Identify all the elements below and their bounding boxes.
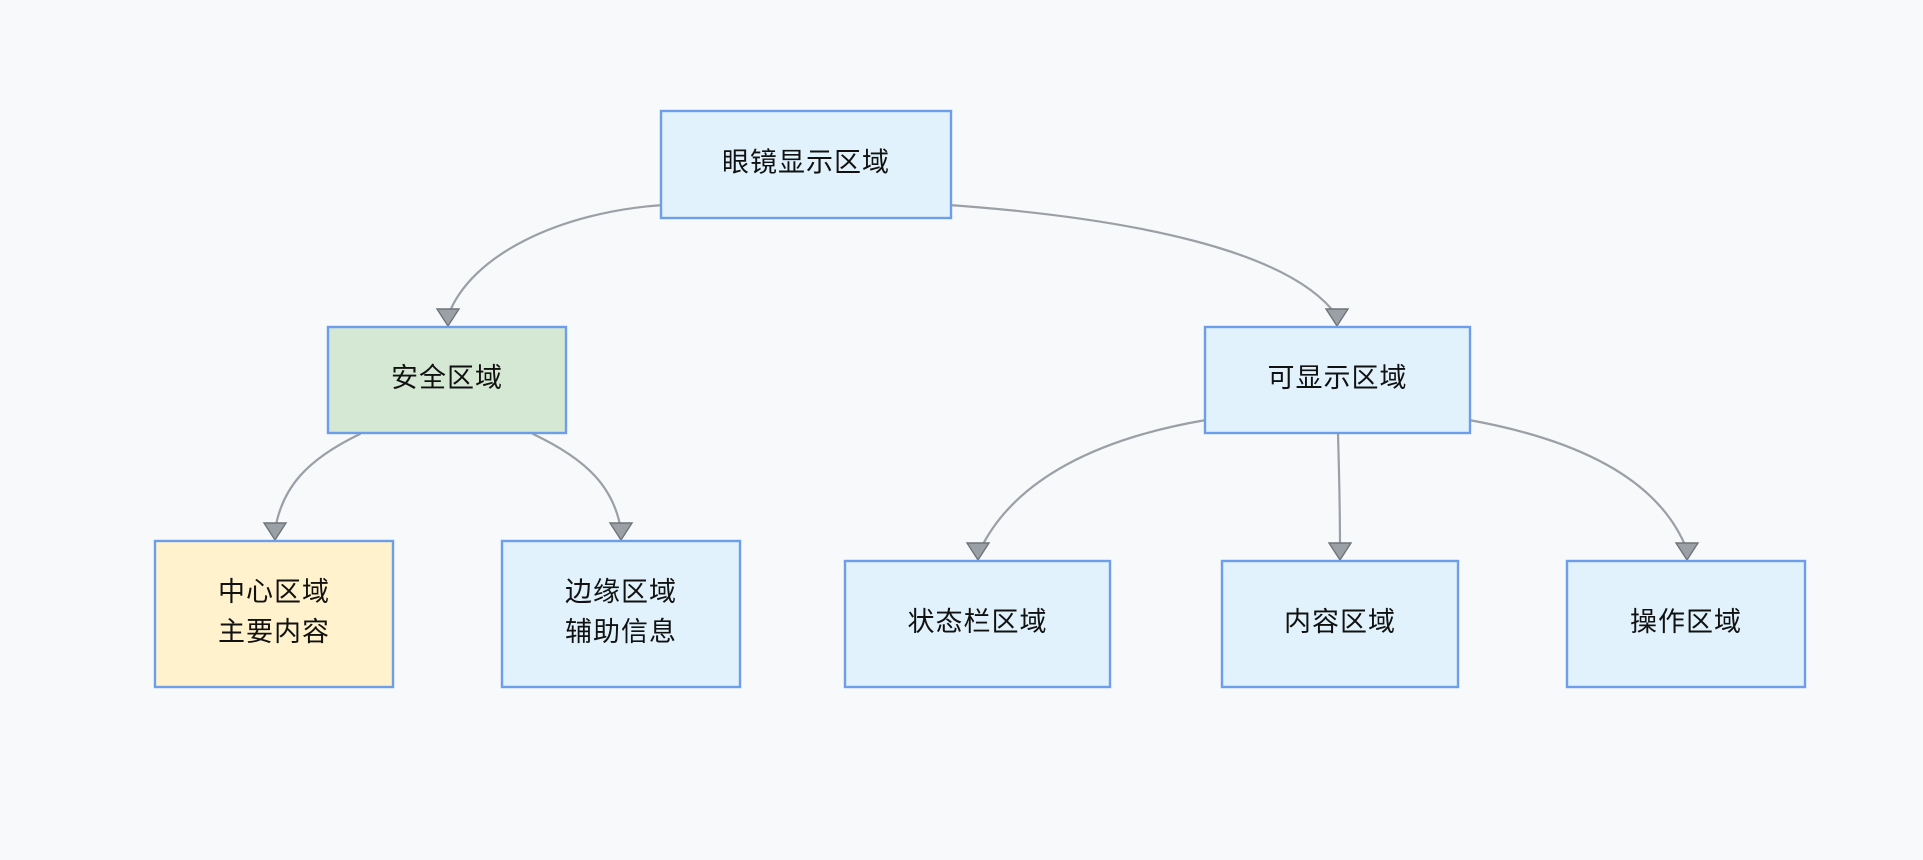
node-label-edge-area: 边缘区域 xyxy=(565,577,677,607)
node-displayable[interactable]: 可显示区域 xyxy=(1203,325,1472,435)
node-label-safe: 安全区域 xyxy=(391,363,503,393)
edge-safe-to-center xyxy=(273,432,362,532)
node-label-edge-area: 辅助信息 xyxy=(565,617,677,647)
node-content[interactable]: 内容区域 xyxy=(1220,559,1460,689)
edge-displayable-to-action xyxy=(1467,418,1689,552)
edges-layer xyxy=(273,203,1689,552)
node-label-action: 操作区域 xyxy=(1630,607,1742,637)
arrowhead-icon xyxy=(608,522,634,542)
node-box-content[interactable] xyxy=(1220,559,1460,689)
node-label-center: 中心区域 xyxy=(218,577,330,607)
node-label-root: 眼镜显示区域 xyxy=(722,148,890,178)
node-box-action[interactable] xyxy=(1565,559,1807,689)
arrowhead-icon xyxy=(1674,542,1700,562)
node-action[interactable]: 操作区域 xyxy=(1565,559,1807,689)
node-box-edge-area[interactable] xyxy=(500,539,742,689)
nodes-layer: 眼镜显示区域安全区域可显示区域中心区域主要内容边缘区域辅助信息状态栏区域内容区域… xyxy=(153,109,1807,689)
node-box-root[interactable] xyxy=(659,109,953,220)
arrowhead-icon xyxy=(965,542,991,562)
node-label-center: 主要内容 xyxy=(218,617,330,647)
node-label-statusbar: 状态栏区域 xyxy=(908,607,1048,637)
arrowhead-icon xyxy=(435,308,461,328)
node-label-content: 内容区域 xyxy=(1284,607,1396,637)
arrowhead-icon xyxy=(1324,308,1350,328)
edge-displayable-to-statusbar xyxy=(978,418,1208,552)
node-root[interactable]: 眼镜显示区域 xyxy=(659,109,953,220)
edge-root-to-safe xyxy=(446,203,665,318)
node-box-center[interactable] xyxy=(153,539,395,689)
node-box-displayable[interactable] xyxy=(1203,325,1472,435)
edge-safe-to-edge-area xyxy=(531,432,623,532)
arrowhead-icon xyxy=(1327,542,1353,562)
node-safe[interactable]: 安全区域 xyxy=(326,325,568,435)
arrowheads-layer xyxy=(262,308,1700,562)
edge-root-to-displayable xyxy=(947,203,1339,318)
node-box-statusbar[interactable] xyxy=(843,559,1112,689)
node-box-safe[interactable] xyxy=(326,325,568,435)
node-label-displayable: 可显示区域 xyxy=(1268,363,1408,393)
edge-displayable-to-content xyxy=(1336,432,1342,552)
arrowhead-icon xyxy=(262,522,288,542)
node-statusbar[interactable]: 状态栏区域 xyxy=(843,559,1112,689)
